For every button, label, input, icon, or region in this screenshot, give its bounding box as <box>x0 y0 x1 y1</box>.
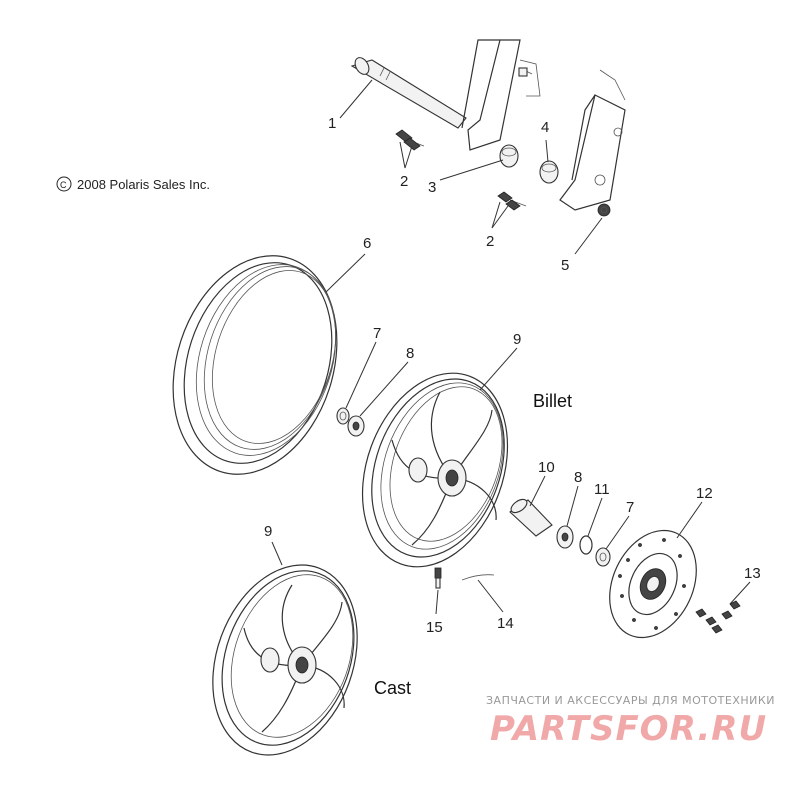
leader-9-cast <box>271 541 283 566</box>
billet-wheel-part-9 <box>361 372 509 568</box>
fork-leg-left <box>461 39 541 151</box>
leader-2-lower <box>491 201 509 229</box>
callout-5: 5 <box>561 257 569 274</box>
valve-stem-part-15 <box>434 567 442 589</box>
watermark-brand: PARTSFOR.RU <box>490 709 767 749</box>
leader-5 <box>574 217 603 255</box>
copyright-icon <box>56 176 72 192</box>
spacer-tube-part-10 <box>509 498 553 537</box>
leader-15 <box>435 589 439 615</box>
callout-2-lower: 2 <box>486 233 494 250</box>
leader-11 <box>587 497 603 537</box>
callout-1: 1 <box>328 115 336 132</box>
leader-1 <box>339 79 373 119</box>
copyright-notice: C 2008 Polaris Sales Inc. <box>56 176 210 192</box>
callout-14: 14 <box>497 615 514 632</box>
callout-9-billet: 9 <box>513 331 521 348</box>
circlip-part-11 <box>579 535 593 555</box>
leader-3 <box>439 159 504 181</box>
callout-10: 10 <box>538 459 555 476</box>
leader-8-right <box>566 485 579 527</box>
leader-10 <box>529 475 546 507</box>
leader-7-right <box>605 515 630 550</box>
callout-8-left: 8 <box>406 345 414 362</box>
leader-4 <box>545 139 549 163</box>
spacer-part-3 <box>499 144 519 168</box>
axle-bolt-part-5 <box>597 203 611 217</box>
callout-3: 3 <box>428 179 436 196</box>
callout-7-left: 7 <box>373 325 381 342</box>
callout-6: 6 <box>363 235 371 252</box>
callout-4: 4 <box>541 119 549 136</box>
watermark-tagline: ЗАПЧАСТИ И АКСЕССУАРЫ ДЛЯ МОТОТЕХНИКИ <box>486 694 775 707</box>
callout-11: 11 <box>594 481 610 498</box>
bolts-part-2-lower <box>497 191 527 211</box>
callout-2-upper: 2 <box>400 173 408 190</box>
callout-12: 12 <box>696 485 713 502</box>
variant-label-cast: Cast <box>374 678 411 698</box>
leader-13 <box>729 581 751 605</box>
balance-weight-part-14 <box>461 574 495 581</box>
leader-9-billet <box>479 347 518 391</box>
seal-part-7-right <box>595 547 611 567</box>
callout-15: 15 <box>426 619 443 636</box>
cast-wheel-part-9 <box>212 564 358 756</box>
callout-13: 13 <box>744 565 761 582</box>
copyright-text: 2008 Polaris Sales Inc. <box>77 177 210 192</box>
variant-label-billet: Billet <box>533 391 572 411</box>
disc-bolts-part-13 <box>695 600 741 634</box>
bolts-part-2-upper <box>395 129 425 151</box>
brake-disc-part-12 <box>609 529 697 639</box>
leader-7-left <box>345 341 377 409</box>
leader-12 <box>676 501 703 539</box>
callout-7-right: 7 <box>626 499 634 516</box>
bearing-part-8-right <box>556 525 574 549</box>
tire-part-6 <box>172 255 338 475</box>
leader-2-upper <box>399 141 413 169</box>
callout-8-right: 8 <box>574 469 582 486</box>
copyright-symbol: C <box>60 180 67 190</box>
leader-14 <box>477 579 504 613</box>
bearing-part-8-left <box>347 415 365 437</box>
axle-part-1 <box>350 57 467 129</box>
watermark: ЗАПЧАСТИ И АКСЕССУАРЫ ДЛЯ МОТОТЕХНИКИ PA… <box>486 694 775 749</box>
spacer-part-4 <box>539 160 559 184</box>
leader-6 <box>325 253 366 293</box>
leader-8-left <box>359 361 409 417</box>
fork-leg-right <box>559 69 626 211</box>
callout-9-cast: 9 <box>264 523 272 540</box>
seal-part-7-left <box>336 407 350 425</box>
